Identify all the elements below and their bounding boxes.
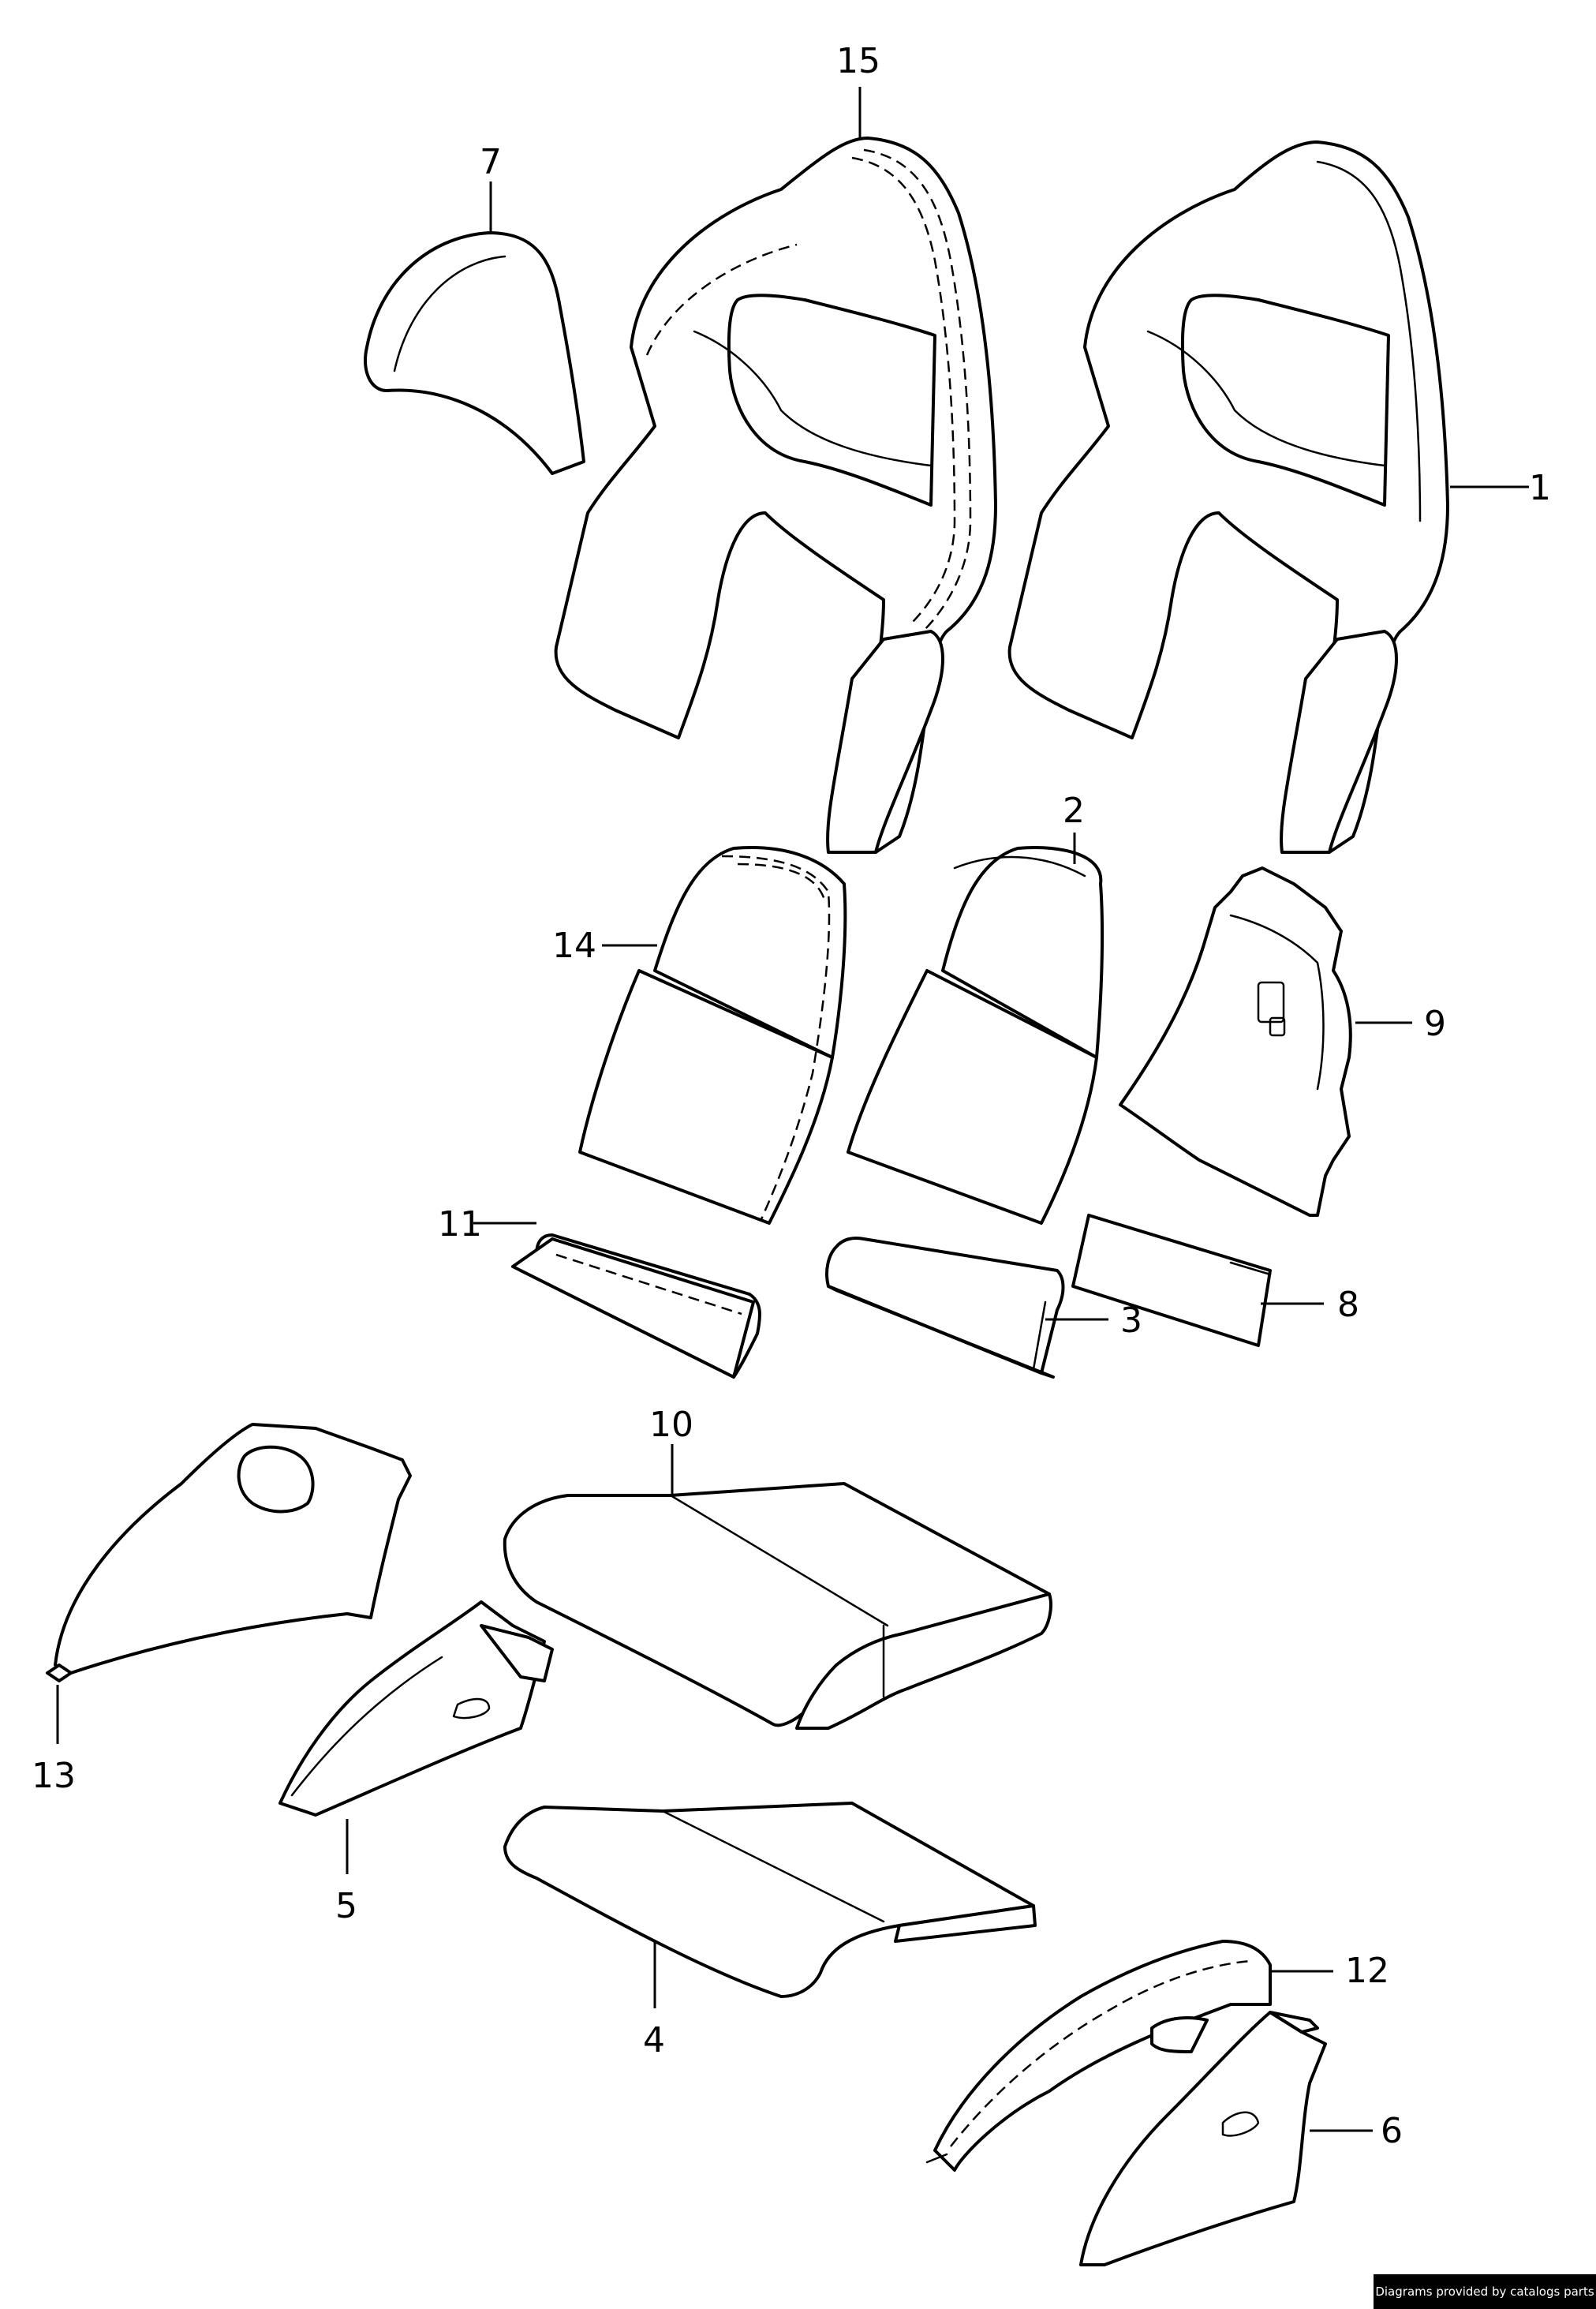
leader-lines	[56, 87, 1529, 2132]
callout-15: 15	[836, 41, 880, 81]
part-5-side-panel	[278, 1600, 554, 1817]
callout-2: 2	[1063, 791, 1085, 831]
callout-12: 12	[1345, 1951, 1389, 1991]
callout-13: 13	[32, 1756, 76, 1796]
callout-4: 4	[643, 2020, 665, 2060]
diagram-credit-badge: Diagrams provided by catalogs parts	[1374, 2274, 1596, 2309]
part-14-backrest-cushion-cover	[578, 846, 847, 1225]
callout-14: 14	[552, 926, 596, 966]
part-2-backrest-cushion	[847, 846, 1104, 1225]
callout-9: 9	[1424, 1004, 1446, 1044]
part-10-seat-cushion-cover	[503, 1482, 1052, 1730]
callout-1: 1	[1529, 468, 1551, 508]
part-7-headrest-pad	[364, 231, 585, 475]
callout-8: 8	[1337, 1285, 1359, 1325]
part-11-lumbar-cover	[511, 1233, 761, 1379]
callout-5: 5	[335, 1886, 357, 1926]
callout-labels: 15 7 1 2 14 9 11 8 3 10 13 5 4 12 6	[32, 41, 1551, 2151]
callout-10: 10	[649, 1405, 693, 1445]
part-9-backrest-shell	[1119, 866, 1352, 1217]
part-12-side-bolster-cover	[925, 1940, 1272, 2172]
part-1-backrest	[1007, 140, 1449, 854]
callout-3: 3	[1120, 1300, 1142, 1341]
part-8-lumbar-pad	[1071, 1214, 1272, 1347]
part-3-lumbar-cushion	[825, 1237, 1065, 1379]
part-13-seat-side-bolster	[46, 1423, 412, 1682]
callout-6: 6	[1381, 2111, 1403, 2151]
part-6-seat-side-shield	[1079, 2011, 1327, 2266]
callout-11: 11	[438, 1204, 482, 1244]
part-15-backrest-cover	[554, 137, 997, 854]
callout-7: 7	[480, 142, 502, 182]
part-4-seat-cushion	[503, 1802, 1037, 1998]
